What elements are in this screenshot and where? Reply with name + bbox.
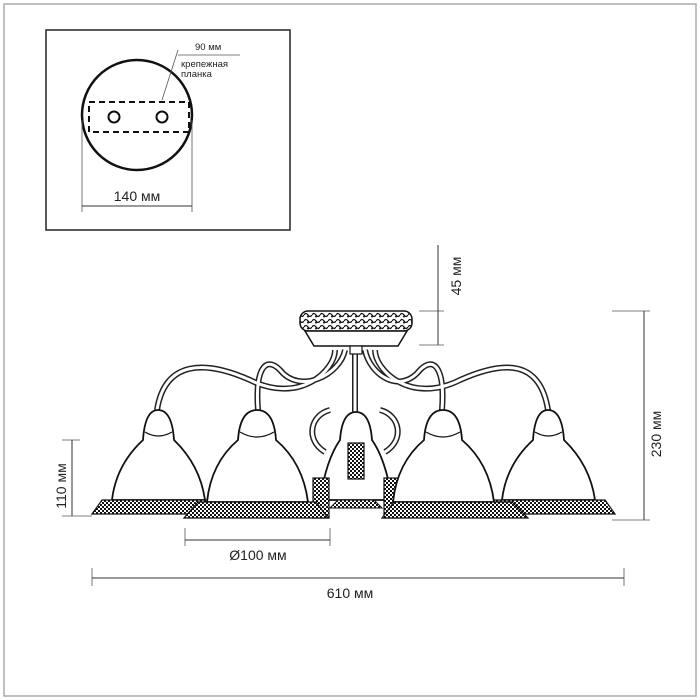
bracket-label-line1: крепежная <box>181 59 228 70</box>
chandelier <box>90 310 617 519</box>
total-width-label: 610 мм <box>327 585 374 601</box>
bracket-leader-line <box>161 49 179 101</box>
bracket-label-line2: планка <box>181 69 213 80</box>
bracket-width-label: 90 мм <box>195 42 221 53</box>
mount-plate-inset: 90 мм крепежная планка 140 мм <box>45 29 291 231</box>
plate-diameter-label: 140 мм <box>114 188 161 204</box>
mounting-bracket <box>88 101 190 133</box>
canopy <box>299 310 413 355</box>
total-height-label: 230 мм <box>648 411 664 458</box>
screw-hole-right <box>155 110 169 124</box>
glass-shades <box>90 409 617 519</box>
dimensions: 45 мм 230 мм 110 мм Ø100 мм 610 мм <box>53 245 664 601</box>
ceiling-plate-circle <box>80 58 194 172</box>
shade-diameter-label: Ø100 мм <box>229 547 286 563</box>
shade-height-label: 110 мм <box>53 463 69 508</box>
chandelier-arms-highlight <box>155 349 550 454</box>
outer-frame <box>3 3 697 697</box>
screw-hole-left <box>107 110 121 124</box>
canopy-height-label: 45 мм <box>448 257 464 296</box>
